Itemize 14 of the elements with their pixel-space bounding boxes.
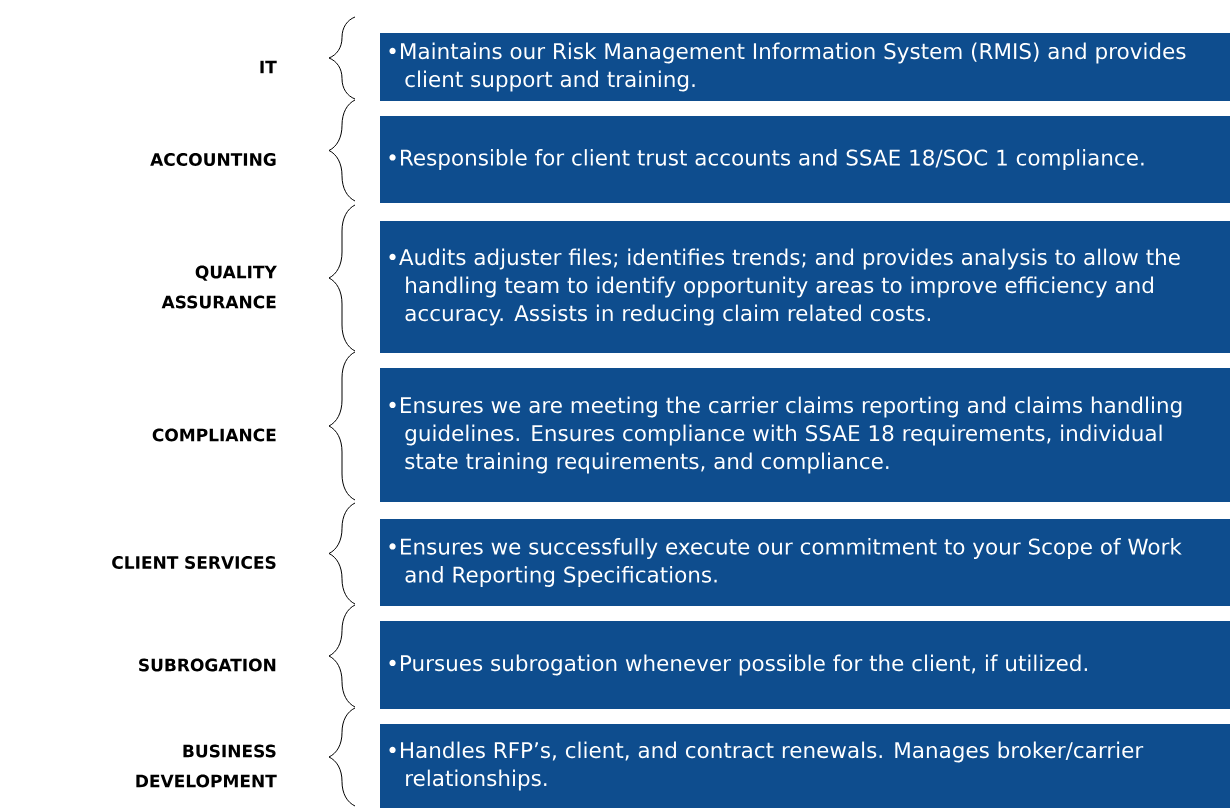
text-box: •Handles RFP’s, client, and contract renewals. Manages broker/carrier relationships. [380, 724, 1230, 808]
text-box: •Pursues subrogation whenever possible for the client, if utilized. [380, 621, 1230, 709]
text-box: •Ensures we successfully execute our commitment to your Scope of Work and Reporting Specifications. [380, 519, 1230, 606]
category-label: SUBROGATION [139, 658, 276, 672]
category-label: COMPLIANCE [152, 428, 276, 442]
category-label: IT [260, 60, 277, 74]
category-label: CLIENT SERVICES [112, 556, 276, 569]
text-box: •Responsible for client trust accounts and SSAE 18/SOC 1 compliance. [380, 116, 1230, 203]
text-box: •Audits adjuster files; identifies trends; and provides analysis to allow the handling team to identify opportunity areas to improve efficiency and accuracy. Assists in reducing claim related costs. [380, 221, 1230, 353]
category-label: BUSINESS DEVELOPMENT [136, 744, 277, 788]
category-label: QUALITY ASSURANCE [161, 265, 277, 309]
text-box: •Ensures we are meeting the carrier claims reporting and claims handling guidelines. Ensures compliance with SSAE 18 requirements, individual state training requirements, and compliance. [380, 368, 1230, 502]
category-label: ACCOUNTING [150, 153, 276, 166]
text-box: •Maintains our Risk Management Information System (RMIS) and provides client support and training. [380, 33, 1230, 101]
